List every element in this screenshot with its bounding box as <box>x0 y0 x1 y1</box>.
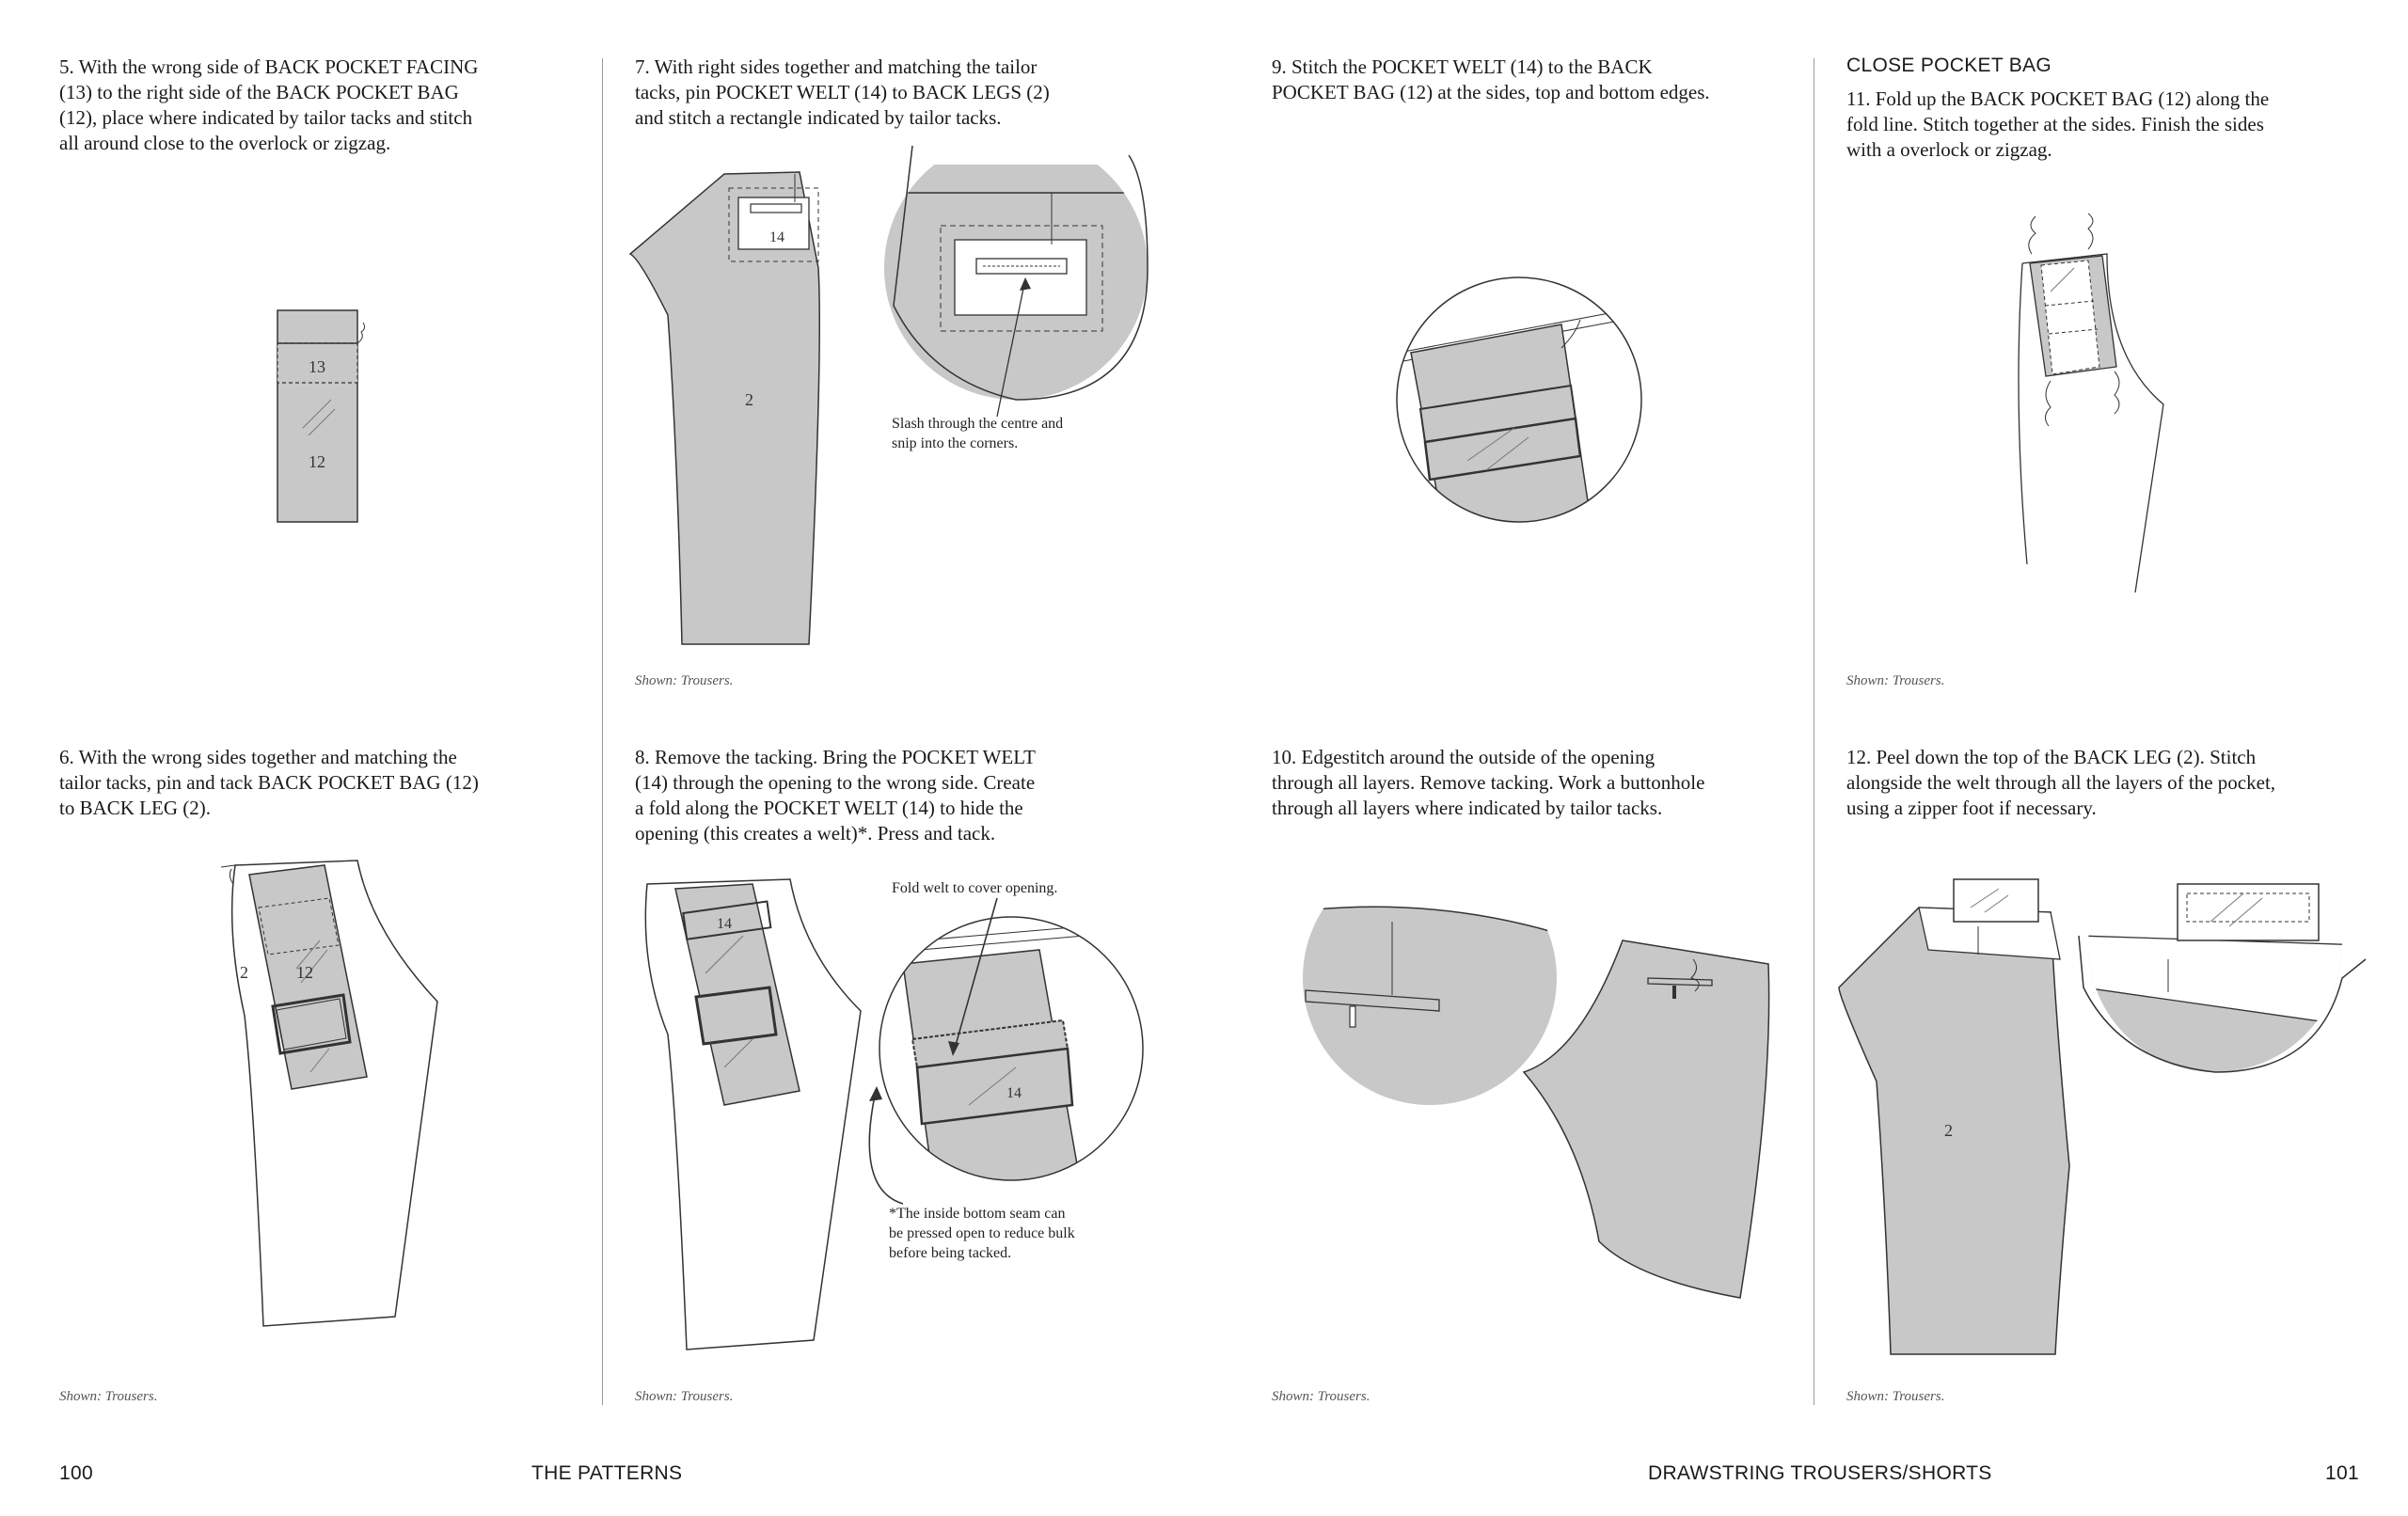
step-7-block: 7. With right sides together and matchin… <box>635 55 1162 131</box>
back-leg-shape <box>628 171 820 645</box>
label-12: 12 <box>296 963 313 982</box>
illustration-step-11 <box>2018 213 2164 593</box>
back-leg-shape <box>1838 907 2070 1355</box>
slash-pointer <box>996 278 1026 418</box>
label-14: 14 <box>717 916 732 932</box>
label-2: 2 <box>1944 1121 1953 1140</box>
footer-right-title: DRAWSTRING TROUSERS/SHORTS <box>1648 1462 1992 1484</box>
illustration-step-12: 2 <box>1838 878 2367 1355</box>
caption-step-10: Shown: Trousers. <box>1272 1389 1370 1404</box>
step-6-text: 6. With the wrong sides together and mat… <box>59 746 479 819</box>
label-14: 14 <box>769 229 784 245</box>
illustration-step-6: 2 12 <box>220 860 438 1327</box>
note-inside-seam: *The inside bottom seam can be pressed o… <box>889 1206 1075 1261</box>
footer-left-page-number: 100 <box>59 1462 93 1484</box>
step-11-text: 11. Fold up the BACK POCKET BAG (12) alo… <box>1846 87 2270 161</box>
illustration-step-9 <box>1396 276 1642 523</box>
inside-seam-pointer <box>868 1095 904 1205</box>
step-10-text: 10. Edgestitch around the outside of the… <box>1272 746 1705 819</box>
column-divider-1 <box>602 58 603 1405</box>
label-14: 14 <box>1006 1085 1022 1101</box>
step-10-block: 10. Edgestitch around the outside of the… <box>1272 745 1798 821</box>
note-fold: Fold welt to cover opening. <box>892 880 1058 896</box>
footer-left-title: THE PATTERNS <box>531 1462 683 1484</box>
back-leg-shape <box>1522 940 1770 1299</box>
section-heading: CLOSE POCKET BAG <box>1846 55 2052 76</box>
caption-step-8: Shown: Trousers. <box>635 1389 734 1404</box>
label-13: 13 <box>309 357 325 376</box>
label-2: 2 <box>240 963 248 982</box>
caption-step-6: Shown: Trousers. <box>59 1389 158 1404</box>
step-7-text: 7. With right sides together and matchin… <box>635 55 1050 129</box>
note-slash: Slash through the centre and snip into t… <box>892 416 1064 451</box>
fold-pointer <box>954 897 998 1050</box>
label-12: 12 <box>309 452 325 471</box>
illustration-step-8: 14 14 <box>644 878 1144 1350</box>
caption-step-11: Shown: Trousers. <box>1846 673 1945 688</box>
step-5-text: 5. With the wrong side of BACK POCKET FA… <box>59 55 479 154</box>
step-8-text: 8. Remove the tacking. Bring the POCKET … <box>635 746 1036 845</box>
pocket-bag-shape <box>277 309 358 523</box>
step-12-block: 12. Peel down the top of the BACK LEG (2… <box>1846 745 2373 821</box>
label-2: 2 <box>745 390 753 409</box>
step-9-text: 9. Stitch the POCKET WELT (14) to the BA… <box>1272 55 1710 103</box>
step-12-text: 12. Peel down the top of the BACK LEG (2… <box>1846 746 2276 819</box>
back-leg-outline <box>2021 253 2164 593</box>
step-11-block: CLOSE POCKET BAG 11. Fold up the BACK PO… <box>1846 55 2373 163</box>
illustration-step-10 <box>1303 906 1770 1299</box>
step-8-block: 8. Remove the tacking. Bring the POCKET … <box>635 745 1162 846</box>
step-5-block: 5. With the wrong side of BACK POCKET FA… <box>59 55 586 156</box>
step-6-block: 6. With the wrong sides together and mat… <box>59 745 586 821</box>
footer-right-page-number: 101 <box>2325 1462 2359 1484</box>
caption-step-12: Shown: Trousers. <box>1846 1389 1945 1404</box>
illustration-step-5: 13 12 <box>277 309 366 523</box>
illustration-step-7: 14 2 <box>628 145 1149 645</box>
step-9-block: 9. Stitch the POCKET WELT (14) to the BA… <box>1272 55 1798 105</box>
caption-step-7: Shown: Trousers. <box>635 673 734 688</box>
